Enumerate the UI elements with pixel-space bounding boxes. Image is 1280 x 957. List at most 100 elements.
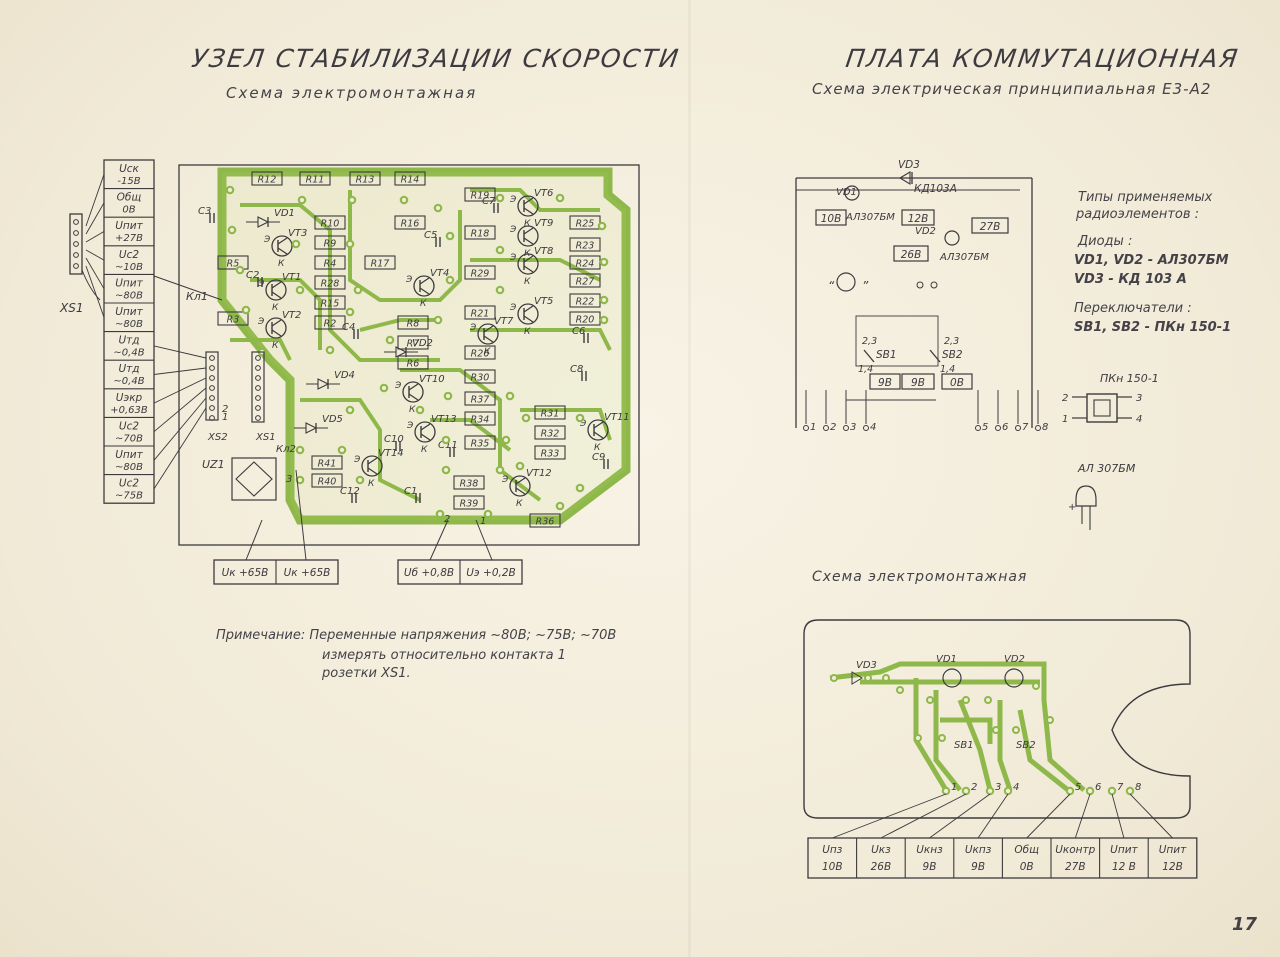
transistor-pin-k: К bbox=[409, 405, 416, 415]
resistor-r17 bbox=[364, 255, 396, 270]
mounting-pin-label: 6 bbox=[1095, 782, 1101, 793]
diode-label-vd1: VD1 bbox=[274, 208, 295, 219]
schematic-box-label: 0В bbox=[950, 377, 964, 389]
schematic-box bbox=[893, 245, 929, 262]
solder-pad bbox=[495, 465, 505, 475]
xs2-leader bbox=[153, 397, 207, 461]
schematic-pin-label: 3 bbox=[850, 422, 856, 433]
mounting-table-leader bbox=[929, 793, 991, 839]
bottom-box-label: Uэ +0,2В bbox=[466, 567, 516, 579]
mounting-pin bbox=[1065, 786, 1075, 796]
mounting-pin-label: 1 bbox=[951, 782, 957, 793]
switch-sb2-label: SB2 bbox=[942, 349, 963, 361]
xs1-box-value: ~70В bbox=[115, 433, 143, 444]
pkn-pin-4: 4 bbox=[1136, 414, 1142, 425]
transistor-pin-e: Э bbox=[509, 303, 517, 313]
schematic-box bbox=[941, 373, 973, 390]
schematic-box bbox=[901, 209, 935, 226]
resistor-label-r33: R33 bbox=[541, 449, 560, 460]
resistor-r34 bbox=[464, 411, 496, 426]
solder-pad bbox=[295, 445, 305, 455]
resistor-r27 bbox=[569, 273, 601, 288]
transistor-emitter-vt12 bbox=[515, 487, 526, 495]
transistor-pin-k: К bbox=[272, 341, 279, 351]
resistor-label-r35: R35 bbox=[471, 439, 490, 450]
connector-xs2-pin bbox=[209, 415, 215, 421]
transistor-emitter-vt5 bbox=[523, 315, 534, 323]
capacitor-label-c11: C11 bbox=[438, 440, 458, 451]
solder-pad bbox=[597, 221, 607, 231]
xs1-box-value: ~0,4В bbox=[113, 348, 144, 359]
solder-pad bbox=[295, 285, 305, 295]
schematic-pin-label: 8 bbox=[1042, 422, 1048, 433]
solder-pad bbox=[227, 225, 237, 235]
led-plus: + bbox=[1068, 502, 1076, 513]
resistor-label-r7: R7 bbox=[407, 339, 420, 350]
solder-pad bbox=[325, 345, 335, 355]
solder-pad bbox=[345, 405, 355, 415]
capacitor-label-c7: C7 bbox=[482, 196, 496, 207]
xs1-leader bbox=[85, 249, 105, 261]
resistor-r3 bbox=[217, 311, 249, 326]
transistor-emitter-vt9 bbox=[523, 237, 534, 245]
schematic-box-label: 9В bbox=[911, 377, 925, 389]
transistor-label-vt6: VT6 bbox=[534, 188, 553, 199]
mounting-table-name: Uконтр bbox=[1055, 844, 1095, 856]
resistor-label-r13: R13 bbox=[356, 175, 375, 186]
board-outline bbox=[178, 164, 640, 546]
pcb-trace bbox=[400, 368, 542, 502]
pkn-button bbox=[1093, 399, 1111, 417]
resistor-r7 bbox=[397, 335, 429, 350]
switch-sb1-contacts-a: 2,3 bbox=[862, 336, 877, 347]
schematic-pin-label: 2 bbox=[830, 422, 836, 433]
xs1-box-value: ~80В bbox=[115, 290, 143, 301]
resistor-label-r24: R24 bbox=[576, 259, 595, 270]
page-number: 17 bbox=[1232, 914, 1258, 935]
diode-vd3-symbol bbox=[898, 171, 911, 185]
xs1-box-value: ~10В bbox=[115, 262, 143, 273]
transistor-label-vt9: VT9 bbox=[534, 218, 553, 229]
mounting-led-vd1 bbox=[942, 668, 962, 688]
connector-xs1-pin bbox=[255, 375, 261, 381]
bridge-uz1-body bbox=[231, 457, 277, 501]
resistor-label-r26: R26 bbox=[471, 349, 490, 360]
resistor-r21 bbox=[464, 305, 496, 320]
mounting-pad bbox=[1012, 726, 1020, 734]
transistor-pin-e: Э bbox=[257, 317, 265, 327]
transistor-pin-e: Э bbox=[579, 419, 587, 429]
transistor-pin-e: Э bbox=[469, 323, 477, 333]
resistor-label-r21: R21 bbox=[471, 309, 490, 320]
diode-label-vd4: VD4 bbox=[334, 370, 355, 381]
led-body bbox=[1075, 485, 1097, 507]
resistor-label-r22: R22 bbox=[576, 297, 595, 308]
transistor-collector-vt10 bbox=[408, 383, 419, 391]
schematic-pin bbox=[1035, 425, 1041, 431]
xs1-leader bbox=[85, 265, 105, 318]
connector-xs1-pin bbox=[255, 395, 261, 401]
solder-pad bbox=[435, 509, 445, 519]
solder-pad bbox=[415, 405, 425, 415]
connector-xs1-body bbox=[69, 213, 83, 275]
capacitor-label-c9: C9 bbox=[592, 452, 605, 463]
mounting-pin-label: 2 bbox=[971, 782, 977, 793]
mounting-table-name: Uпит bbox=[1110, 844, 1138, 856]
mounting-table-leader bbox=[977, 793, 1009, 839]
resistor-label-r10: R10 bbox=[321, 219, 340, 230]
resistor-label-r11: R11 bbox=[306, 175, 325, 186]
indicator-dot-a bbox=[916, 281, 924, 289]
resistor-label-r30: R30 bbox=[471, 373, 490, 384]
resistor-r10 bbox=[314, 215, 346, 230]
xs1-box-value: +27В bbox=[115, 233, 143, 244]
transistor-collector-vt13 bbox=[420, 423, 431, 431]
transistor-pin-e: Э bbox=[353, 455, 361, 465]
capacitor-label-c8: C8 bbox=[570, 364, 583, 375]
mounting-pin-label: 4 bbox=[1013, 782, 1019, 793]
resistor-label-r31: R31 bbox=[541, 409, 560, 420]
mounting-table-leader bbox=[832, 793, 947, 839]
schematic-pin-label: 4 bbox=[870, 422, 876, 433]
bottom-leader bbox=[245, 519, 263, 561]
connector-xs2-pin bbox=[209, 375, 215, 381]
transistor-pin-k: К bbox=[524, 219, 531, 229]
resistor-r15 bbox=[314, 295, 346, 310]
transistor-vt12 bbox=[509, 475, 531, 497]
